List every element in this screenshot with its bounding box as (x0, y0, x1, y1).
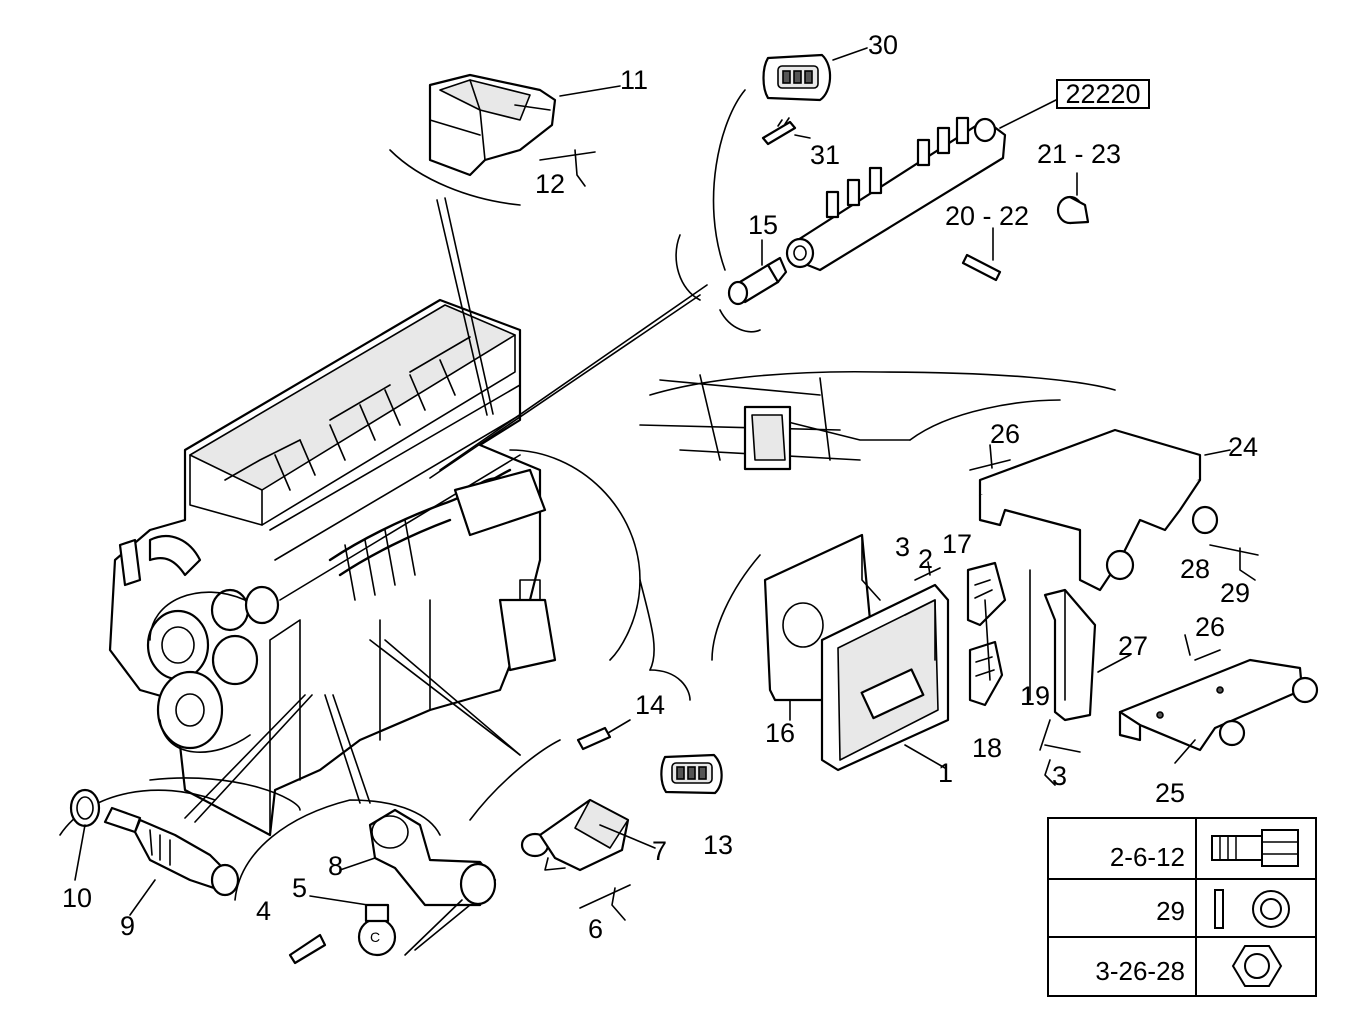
callout-13: 13 (703, 830, 733, 860)
part-8-sender (368, 808, 497, 907)
callout-12: 12 (535, 169, 565, 199)
pulley-assembly (146, 585, 280, 753)
callout-26-lower: 26 (1195, 612, 1225, 642)
callout-16: 16 (765, 718, 795, 748)
part-13-connector (660, 753, 723, 795)
callout-20-22: 20 - 22 (945, 201, 1029, 231)
reference-number: 22220 (1065, 79, 1140, 109)
part-30-connector (762, 53, 832, 102)
callout-28: 28 (1180, 554, 1210, 584)
part-17-connector (966, 561, 1007, 627)
part-24-cover (978, 428, 1231, 592)
callout-labels: 11 12 30 31 21 - 23 20 - 22 15 26 24 3 2… (62, 30, 1258, 944)
reference-box: 22220 (1056, 79, 1150, 109)
callout-leaders (74, 47, 1259, 956)
callout-15: 15 (748, 210, 778, 240)
part-1-ecu (820, 583, 950, 772)
part-31-clip (761, 117, 797, 146)
callout-3-upper: 3 (895, 532, 910, 562)
callout-4: 4 (256, 896, 271, 926)
part-25-bracket (1118, 658, 1319, 752)
detail-outline-curves (59, 89, 1116, 901)
callout-29: 29 (1220, 578, 1250, 608)
part-7-sensor (520, 798, 630, 872)
callout-2: 2 (918, 544, 933, 574)
fastener-legend: 2-6-12 29 3-26-28 (1047, 817, 1317, 997)
callout-21-23: 21 - 23 (1037, 139, 1121, 169)
callout-5: 5 (292, 873, 307, 903)
part-19-bracket (1043, 588, 1097, 722)
svg-text:C: C (370, 929, 380, 945)
callout-18: 18 (972, 733, 1002, 763)
part-11-housing (428, 73, 557, 177)
callout-14: 14 (635, 690, 665, 720)
legend-row-3-label: 3-26-28 (1095, 956, 1185, 986)
callout-25: 25 (1155, 778, 1185, 808)
callout-6: 6 (588, 914, 603, 944)
part-15-sensor (727, 256, 788, 306)
legend-row-2-label: 29 (1156, 896, 1185, 926)
bolt-icon (1211, 829, 1299, 867)
part-18-connector (968, 640, 1004, 707)
callout-3-lower: 3 (1052, 761, 1067, 791)
hex-nut-icon (1231, 945, 1283, 987)
chassis-mount (639, 374, 861, 471)
callout-26-upper: 26 (990, 419, 1020, 449)
callout-17: 17 (942, 529, 972, 559)
washer-icon (1214, 889, 1290, 929)
engine-assembly (108, 298, 557, 837)
part-20-22-fitting (961, 227, 1002, 282)
callout-24: 24 (1228, 432, 1258, 462)
callout-10: 10 (62, 883, 92, 913)
part-9-sender (103, 806, 240, 897)
part-4-terminal (288, 933, 327, 965)
part-21-23-plug (1056, 172, 1090, 225)
fuel-rail (785, 97, 1061, 272)
callout-19: 19 (1020, 681, 1050, 711)
callout-7: 7 (652, 836, 667, 866)
part-10-washer (69, 788, 101, 828)
callout-11: 11 (620, 65, 648, 95)
leader-lines (184, 197, 911, 823)
callout-31: 31 (810, 140, 840, 170)
callout-30: 30 (868, 30, 898, 60)
part-5-connector: C (357, 903, 397, 957)
callout-8: 8 (328, 851, 343, 881)
legend-row-1-label: 2-6-12 (1110, 842, 1185, 872)
callout-1: 1 (938, 758, 953, 788)
callout-9: 9 (120, 911, 135, 941)
injector-row (224, 336, 471, 491)
part-14-plug (576, 726, 612, 751)
callout-27: 27 (1118, 631, 1148, 661)
